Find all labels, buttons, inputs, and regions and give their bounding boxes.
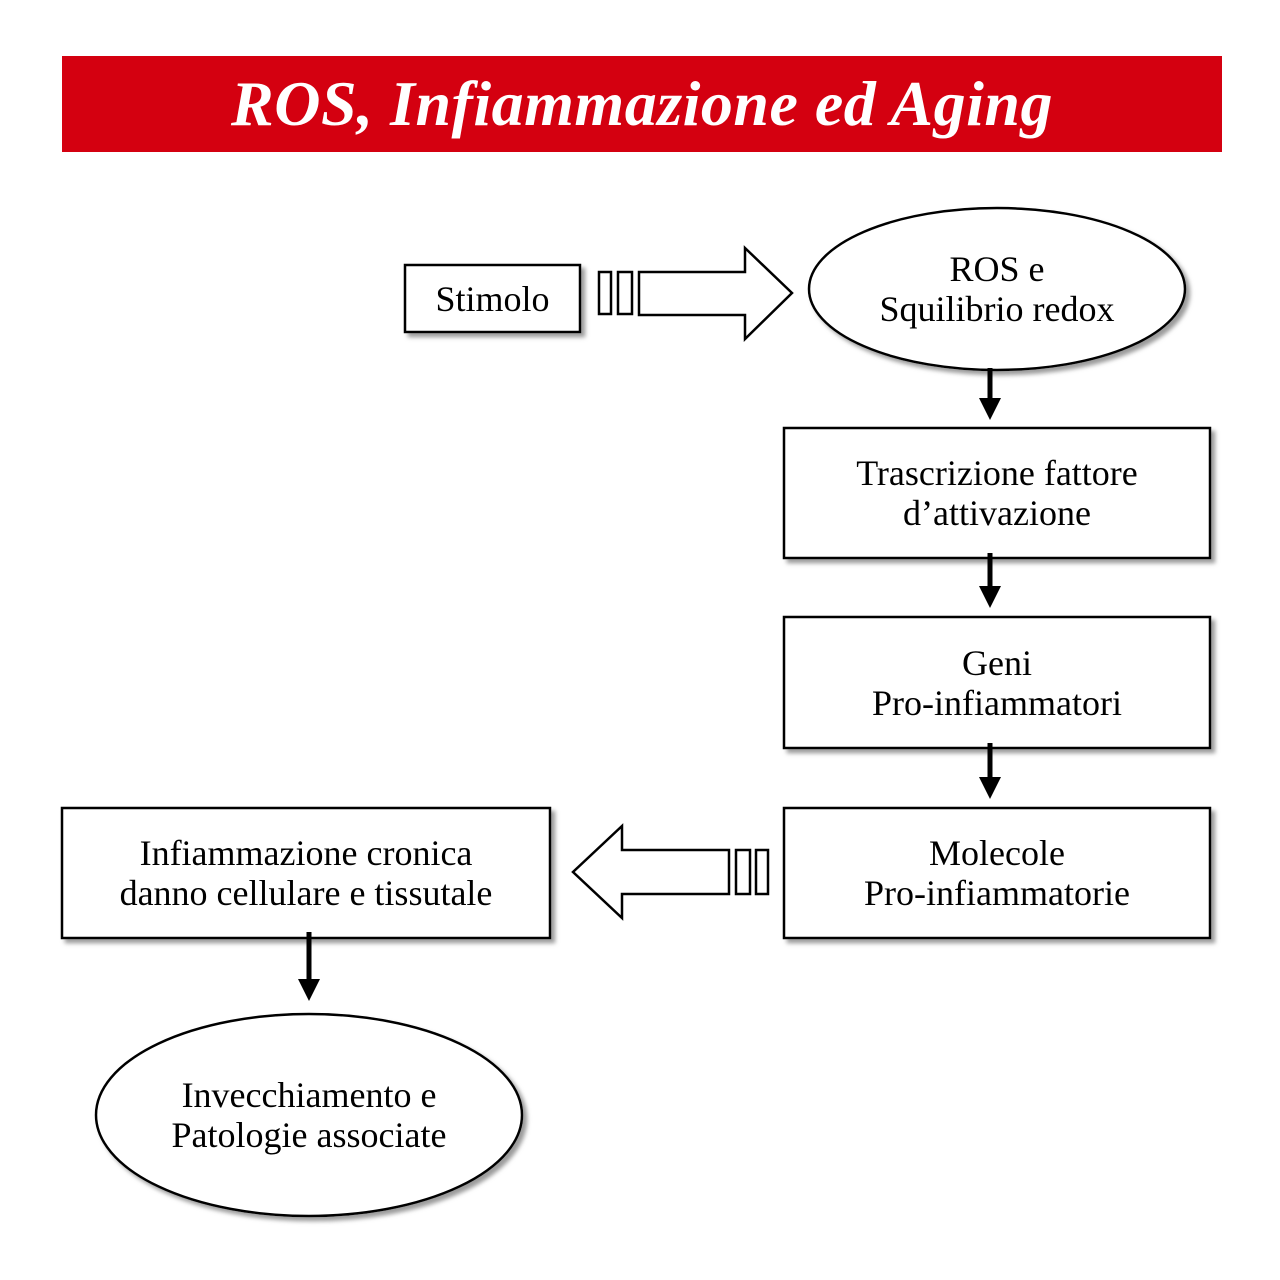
arrow-ros-to-trascrizione bbox=[979, 368, 1001, 420]
node-trascrizione-line1: Trascrizione fattore bbox=[856, 453, 1138, 493]
node-invecchiamento-line1: Invecchiamento e bbox=[181, 1075, 437, 1115]
node-molecole-line2: Pro-infiammatorie bbox=[864, 873, 1130, 913]
arrow-infiammazione-to-invecchiamento bbox=[298, 932, 320, 1001]
node-molecole-line1: Molecole bbox=[929, 833, 1065, 873]
node-ros-label: ROS e Squilibrio redox bbox=[809, 208, 1185, 370]
node-infiammazione-line1: Infiammazione cronica bbox=[139, 833, 473, 873]
node-trascrizione-label: Trascrizione fattore d’attivazione bbox=[784, 428, 1210, 558]
diagram-title: ROS, Infiammazione ed Aging bbox=[231, 68, 1053, 139]
node-geni-line1: Geni bbox=[962, 642, 1032, 683]
node-infiammazione-line2: danno cellulare e tissutale bbox=[119, 873, 493, 913]
title-banner bbox=[62, 56, 1222, 152]
node-invecchiamento-line2: Patologie associate bbox=[171, 1115, 447, 1155]
title-container: ROS, Infiammazione ed Aging bbox=[62, 56, 1222, 152]
node-trascrizione-line2: d’attivazione bbox=[903, 493, 1091, 533]
node-trascrizione-box bbox=[782, 426, 1212, 560]
node-stimolo-line1: Stimolo bbox=[435, 278, 550, 319]
node-stimolo-box bbox=[403, 263, 582, 334]
node-stimolo-label: Stimolo bbox=[405, 265, 580, 332]
node-infiammazione-label: Infiammazione cronica danno cellulare e … bbox=[62, 808, 550, 938]
arrow-trascrizione-to-geni bbox=[979, 553, 1001, 608]
node-geni-label: Geni Pro-infiammatori bbox=[784, 617, 1210, 748]
node-ros-line1: ROS e bbox=[949, 249, 1045, 289]
node-invecchiamento-ellipse bbox=[94, 1012, 524, 1218]
node-molecole-label: Molecole Pro-infiammatorie bbox=[784, 808, 1210, 938]
node-geni-box bbox=[782, 615, 1212, 750]
node-molecole-box bbox=[782, 806, 1212, 940]
node-invecchiamento-label: Invecchiamento e Patologie associate bbox=[96, 1014, 522, 1216]
node-geni-line2: Pro-infiammatori bbox=[872, 682, 1122, 723]
block-arrow-stimolo-to-ros bbox=[597, 245, 794, 342]
arrow-geni-to-molecole bbox=[979, 743, 1001, 799]
node-ros-ellipse bbox=[807, 206, 1187, 372]
block-arrow-molecole-to-infiammazione bbox=[571, 823, 770, 921]
node-ros-line2: Squilibrio redox bbox=[879, 289, 1115, 329]
node-infiammazione-box bbox=[60, 806, 552, 940]
